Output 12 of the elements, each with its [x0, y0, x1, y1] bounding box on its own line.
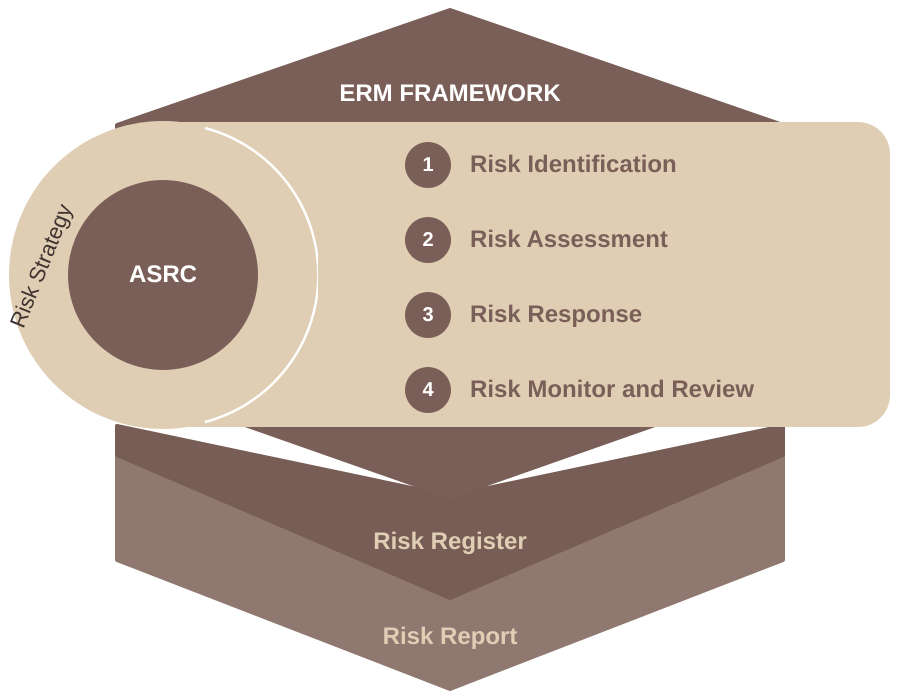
step-label: Risk Assessment: [470, 226, 668, 254]
section-title: ERM FRAMEWORK: [339, 80, 561, 108]
step-number: 4: [405, 367, 451, 413]
section-title: Risk Register: [373, 528, 527, 556]
list-panel: [318, 122, 890, 427]
section-title: Risk Report: [382, 623, 518, 651]
step-number: 1: [405, 142, 451, 188]
step-number: 3: [405, 292, 451, 338]
step-label: Risk Identification: [470, 151, 677, 179]
step-label: Risk Response: [470, 301, 642, 329]
step-number: 2: [405, 217, 451, 263]
step-label: Risk Monitor and Review: [470, 376, 754, 404]
